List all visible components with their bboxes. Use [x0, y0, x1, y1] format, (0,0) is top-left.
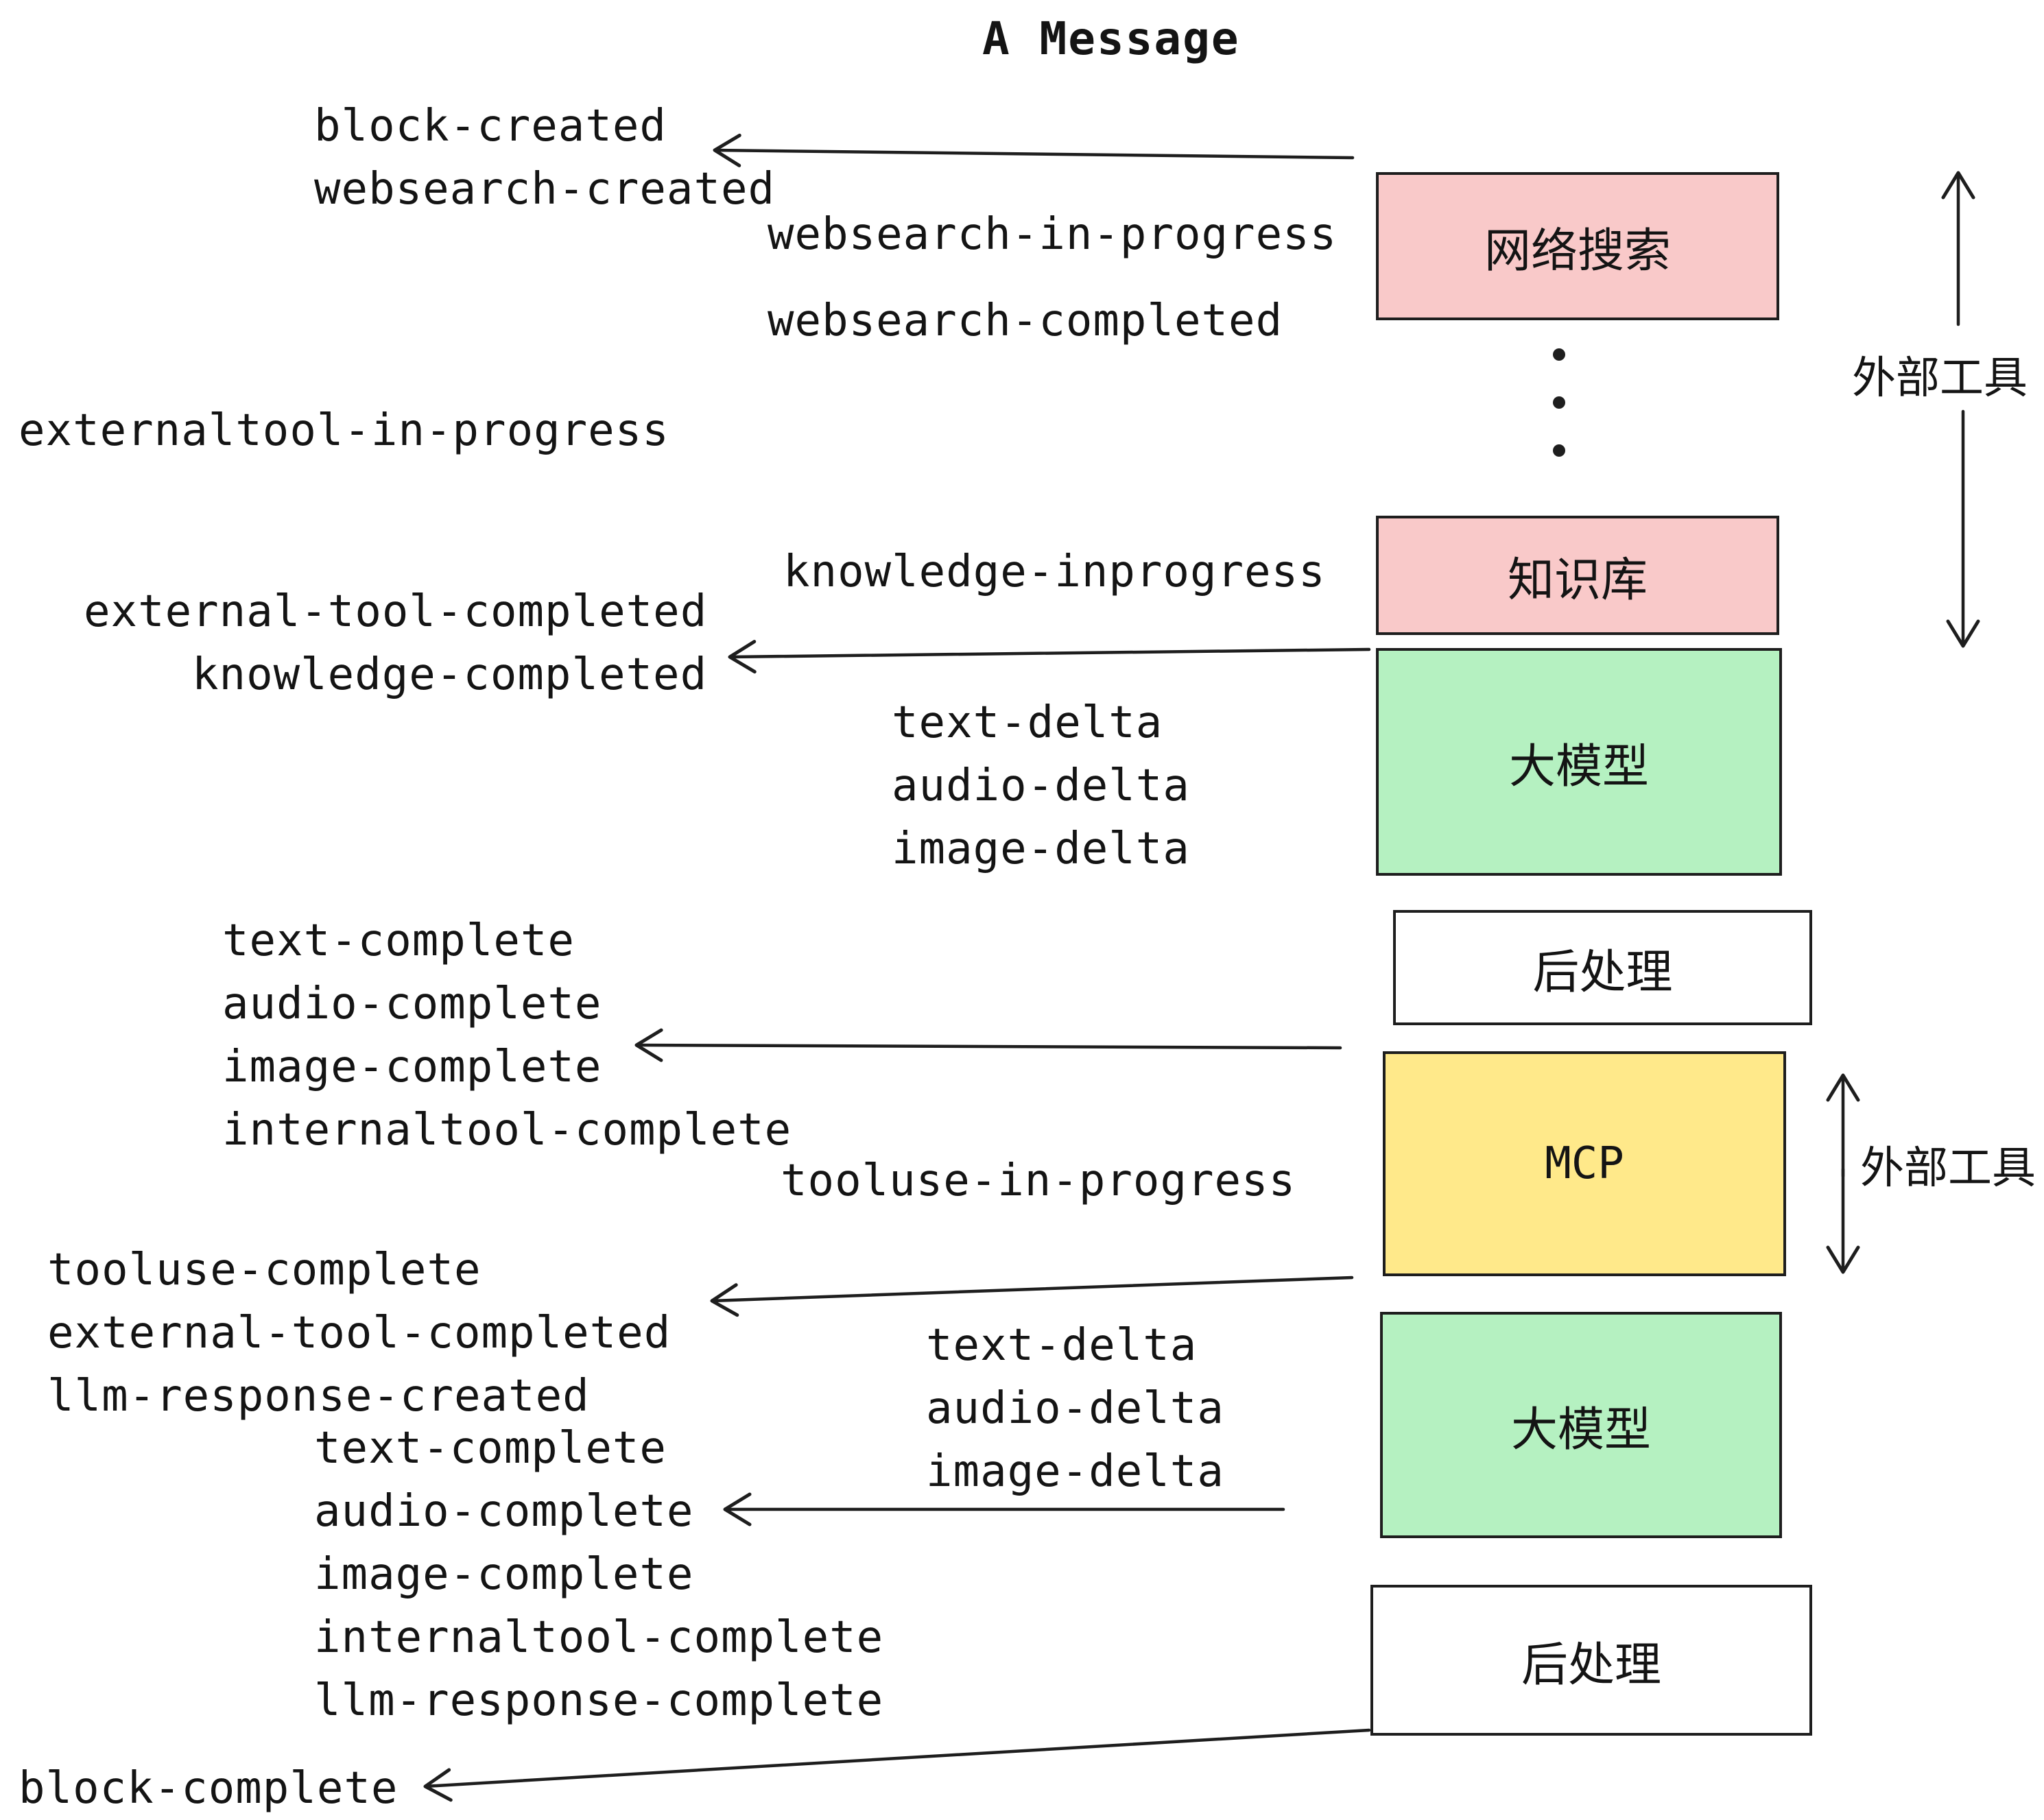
event-knowledge-inprogress: knowledge-inprogress: [783, 547, 1326, 597]
arrow-to-block-complete: [423, 1728, 1371, 1802]
box-postprocess-2: 后处理: [1370, 1585, 1812, 1736]
box-mcp: MCP: [1383, 1051, 1786, 1276]
event-delta-group-1: text-delta audio-delta image-delta: [892, 697, 1190, 874]
event-complete-group-1: text-complete audio-complete image-compl…: [222, 915, 792, 1156]
box-knowledge-label: 知识库: [1507, 553, 1648, 606]
arrow-to-block-created: [713, 133, 1355, 167]
ellipsis-dots: [1553, 348, 1565, 457]
event-websearch-in-progress: websearch-in-progress: [768, 209, 1338, 260]
event-complete-group-2: text-complete audio-complete image-compl…: [314, 1423, 884, 1726]
arrow-to-knowledge-completed: [728, 640, 1371, 674]
external-tools-mid-label: 外部工具: [1860, 1143, 2036, 1193]
box-postprocess-1: 后处理: [1393, 910, 1812, 1025]
box-llm-2-label: 大模型: [1510, 1403, 1651, 1456]
box-knowledge: 知识库: [1376, 516, 1779, 635]
event-websearch-completed: websearch-completed: [768, 296, 1283, 346]
diagram-title: A Message: [982, 12, 1240, 65]
box-llm-1-label: 大模型: [1508, 740, 1649, 793]
dot: [1553, 348, 1565, 361]
box-postprocess-1-label: 后处理: [1532, 946, 1673, 998]
event-delta-group-2: text-delta audio-delta image-delta: [926, 1320, 1224, 1497]
event-externaltool-in-progress: externaltool-in-progress: [19, 405, 669, 456]
dot: [1553, 396, 1565, 409]
arrow-to-tooluse-complete: [710, 1276, 1354, 1317]
box-llm-1: 大模型: [1376, 648, 1782, 876]
event-external-tool-completed: external-tool-completed: [84, 586, 708, 637]
event-knowledge-completed: knowledge-completed: [192, 649, 708, 700]
external-tools-top-label: 外部工具: [1852, 353, 2028, 403]
box-postprocess-2-label: 后处理: [1521, 1638, 1661, 1691]
box-mcp-label: MCP: [1545, 1138, 1624, 1189]
box-llm-2: 大模型: [1380, 1312, 1782, 1538]
event-block-created-group: block-created websearch-created: [314, 101, 776, 215]
dot: [1553, 444, 1565, 457]
event-tooluse-in-progress: tooluse-in-progress: [781, 1156, 1296, 1206]
event-block-complete: block-complete: [19, 1763, 399, 1814]
box-websearch-label: 网络搜索: [1484, 224, 1671, 277]
box-websearch: 网络搜索: [1376, 172, 1779, 320]
event-tooluse-complete-group: tooluse-complete external-tool-completed…: [47, 1245, 672, 1422]
